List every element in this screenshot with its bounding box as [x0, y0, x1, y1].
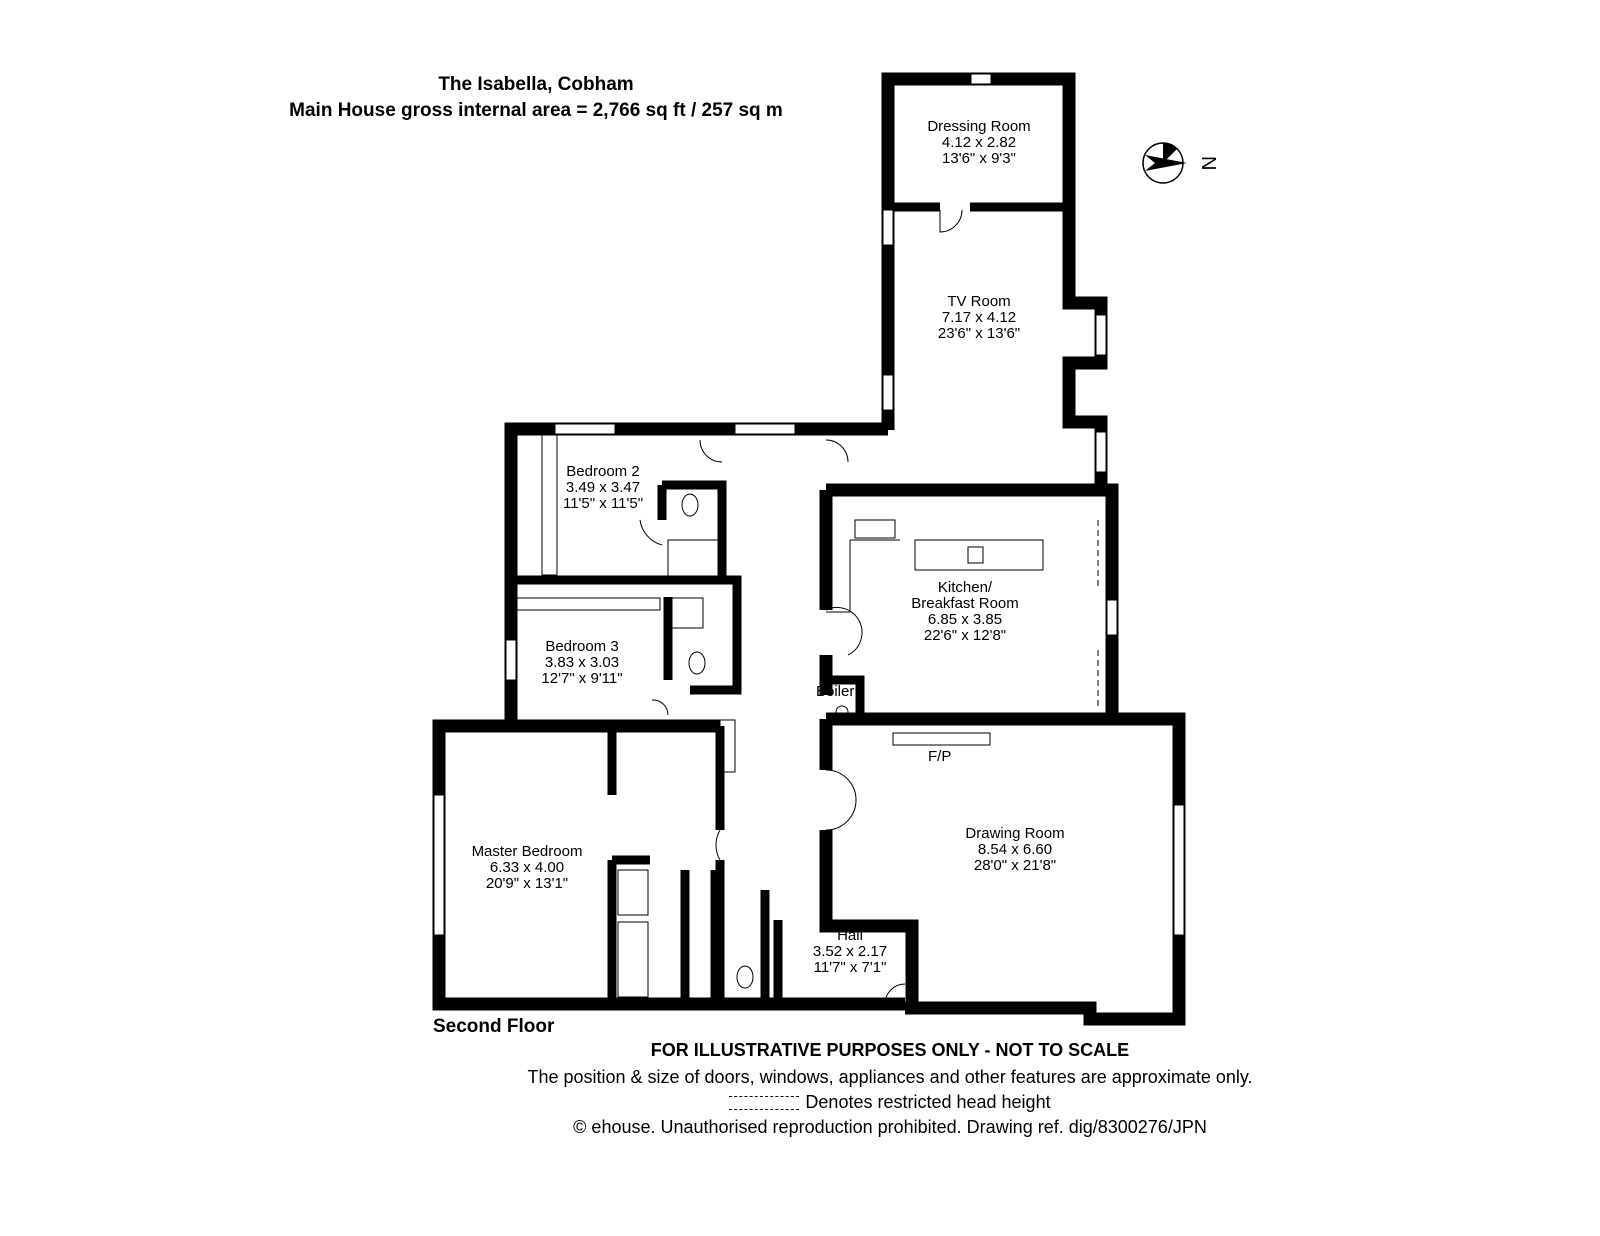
room-dressing: Dressing Room 4.12 x 2.82 13'6" x 9'3" — [927, 119, 1030, 167]
window — [734, 423, 796, 435]
copyright: © ehouse. Unauthorised reproduction proh… — [573, 1117, 1207, 1137]
room-metric: 3.49 x 3.47 — [565, 479, 641, 496]
room-bedroom-2: Bedroom 2 3.49 x 3.47 11'5" x 11'5" — [563, 464, 643, 512]
toilet-icon — [688, 651, 706, 675]
room-name: Dressing Room — [927, 118, 1031, 135]
room-master-bedroom: Master Bedroom 6.33 x 4.00 20'9" x 13'1" — [472, 844, 583, 892]
toilet-icon — [736, 965, 754, 989]
kitchen-counter — [826, 539, 900, 613]
wall-bed3-ensuite — [663, 575, 742, 695]
window — [970, 73, 992, 85]
wall-boiler — [826, 675, 865, 719]
approximation-note: The position & size of doors, windows, a… — [527, 1067, 1253, 1087]
disclaimer: FOR ILLUSTRATIVE PURPOSES ONLY - NOT TO … — [650, 1040, 1130, 1060]
wall-bed2-ensuite — [657, 480, 727, 580]
room-metric: 8.54 x 6.60 — [977, 841, 1053, 858]
window — [1095, 431, 1107, 473]
room-name: Master Bedroom — [471, 843, 583, 860]
boiler-icon — [835, 705, 849, 719]
wardrobe — [719, 719, 736, 773]
gross-area: Main House gross internal area = 2,766 s… — [289, 100, 783, 121]
room-tv: TV Room 7.17 x 4.12 23'6" x 13'6" — [938, 294, 1020, 342]
room-imperial: 12'7" x 9'11" — [541, 670, 623, 687]
window — [505, 639, 517, 681]
room-hall: Hall 3.52 x 2.17 11'7" x 7'1" — [813, 928, 887, 976]
compass: N — [1142, 142, 1219, 184]
room-metric: 3.83 x 3.03 — [544, 654, 620, 671]
room-kitchen: Kitchen/ Breakfast Room 6.85 x 3.85 22'6… — [911, 580, 1019, 644]
window — [1106, 599, 1118, 636]
shower-icon — [617, 869, 649, 916]
wardrobe — [515, 597, 661, 611]
shower-icon — [667, 539, 719, 579]
window — [1095, 314, 1107, 356]
window — [882, 374, 894, 411]
toilet-icon — [681, 493, 699, 517]
room-name: Bedroom 3 — [545, 638, 619, 655]
room-metric: 6.85 x 3.85 — [927, 611, 1003, 628]
fixtures — [515, 209, 1099, 1005]
window — [433, 794, 445, 936]
windows — [433, 73, 1185, 936]
room-name: Hall — [837, 927, 863, 944]
window — [554, 423, 616, 435]
hob-icon — [967, 546, 984, 564]
room-name: Kitchen/ — [937, 579, 993, 596]
room-name-line2: Breakfast Room — [911, 595, 1019, 612]
wardrobe — [541, 434, 558, 576]
legend-text: Denotes restricted head height — [805, 1092, 1051, 1112]
kitchen-island — [914, 539, 1044, 571]
plan-title: The Isabella, Cobham — [438, 74, 634, 95]
boiler-label: Boiler — [816, 683, 855, 700]
room-imperial: 22'6" x 12'8" — [923, 627, 1007, 644]
sink-icon — [854, 519, 896, 539]
legend: Denotes restricted head height — [0, 1092, 1600, 1113]
room-imperial: 23'6" x 13'6" — [937, 325, 1021, 342]
north-label: N — [1197, 156, 1219, 170]
compass-needle — [1145, 155, 1187, 171]
wall-ensuite — [607, 855, 783, 1000]
floor-label: Second Floor — [433, 1016, 555, 1037]
window — [882, 209, 894, 246]
room-imperial: 28'0" x 21'8" — [973, 857, 1057, 874]
room-imperial: 20'9" x 13'1" — [485, 875, 569, 892]
restricted-head-height-icon — [729, 1096, 800, 1111]
room-name: Drawing Room — [965, 825, 1065, 842]
room-name: TV Room — [947, 293, 1011, 310]
room-metric: 4.12 x 2.82 — [941, 134, 1017, 151]
room-drawing: Drawing Room 8.54 x 6.60 28'0" x 21'8" — [965, 826, 1064, 874]
window — [1173, 804, 1185, 936]
room-metric: 6.33 x 4.00 — [489, 859, 565, 876]
shower-icon — [667, 597, 704, 629]
wall-drawing — [826, 712, 1186, 1026]
room-bedroom-3: Bedroom 3 3.83 x 3.03 12'7" x 9'11" — [541, 639, 622, 687]
wall-hall — [819, 890, 919, 1004]
wall-kitchen — [826, 483, 1119, 713]
bath-icon — [617, 921, 649, 998]
fireplace — [892, 732, 991, 746]
room-imperial: 13'6" x 9'3" — [942, 150, 1016, 167]
door-swing — [639, 209, 963, 1005]
room-metric: 3.52 x 2.17 — [812, 943, 888, 960]
fireplace-label: F/P — [928, 748, 952, 765]
room-imperial: 11'5" x 11'5" — [562, 495, 644, 512]
room-name: Bedroom 2 — [566, 463, 640, 480]
room-imperial: 11'7" x 7'1" — [813, 959, 887, 976]
room-metric: 7.17 x 4.12 — [941, 309, 1017, 326]
